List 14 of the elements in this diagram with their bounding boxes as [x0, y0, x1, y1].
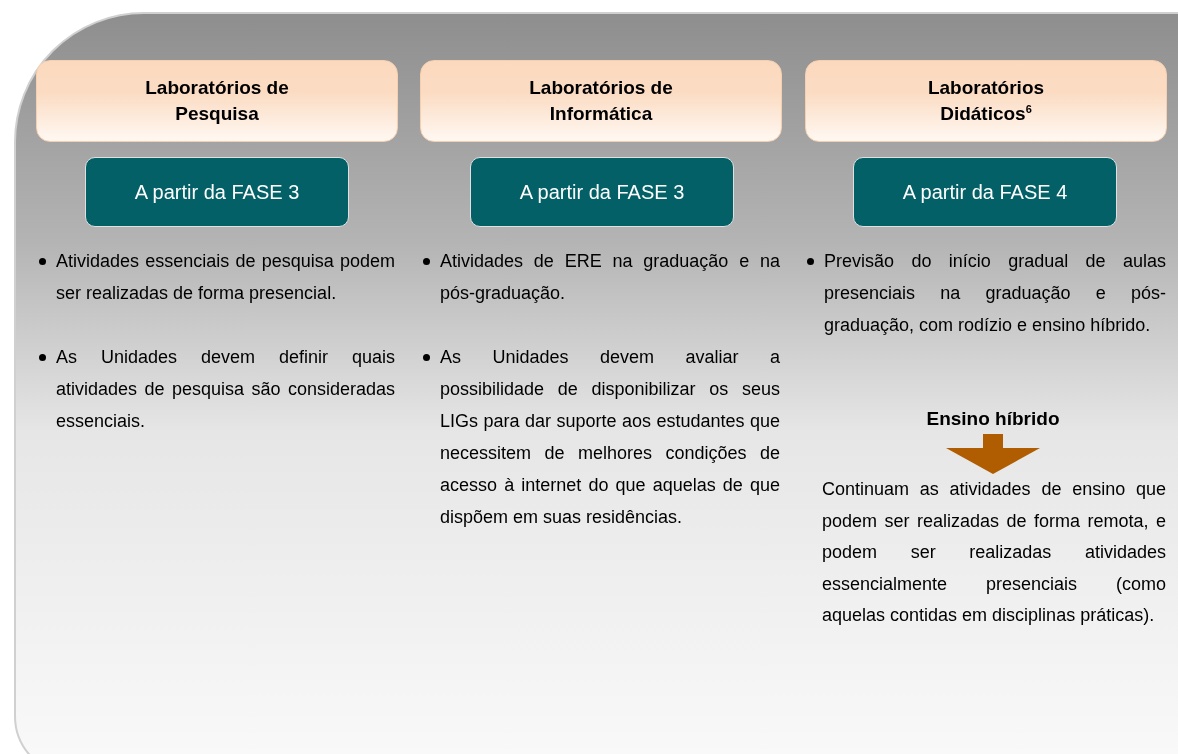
category-header: Laboratórios Didáticos$^{6}$ — [805, 60, 1167, 142]
bullet-text: Atividades essenciais de pesquisa podem ser realizadas de forma presencial. — [56, 251, 395, 303]
phase-box: A partir da FASE 3 — [470, 157, 734, 227]
description-text: Continuam as atividades de ensino que podem ser realizadas de forma remota, e podem ser realizadas atividades essencialmente presenciais (como aquelas contidas em disciplinas práticas). — [822, 474, 1166, 632]
phase-box: A partir da FASE 3 — [85, 157, 349, 227]
category-header: Laboratórios de Pesquisa — [36, 60, 398, 142]
bullet-text: Atividades de ERE na graduação e na pós-graduação. — [440, 251, 780, 303]
category-header: Laboratórios de Informática — [420, 60, 782, 142]
section-heading: Ensino híbrido — [880, 408, 1106, 430]
block-arrow — [946, 434, 1040, 474]
bullet-text: As Unidades devem definir quais atividades de pesquisa são consideradas essenciais. — [56, 347, 395, 431]
bullet-text: As Unidades devem avaliar a possibilidade de disponibilizar os seus LIGs para dar suporte aos estudantes que necessitem de melhores condições de acesso à internet do que aquelas de que dispõem em suas residências. — [440, 347, 780, 527]
bullet-text: Previsão do início gradual de aulas presenciais na graduação e pós-graduação, com rodízio e ensino híbrido. — [824, 251, 1166, 335]
phase-box: A partir da FASE 4 — [853, 157, 1117, 227]
